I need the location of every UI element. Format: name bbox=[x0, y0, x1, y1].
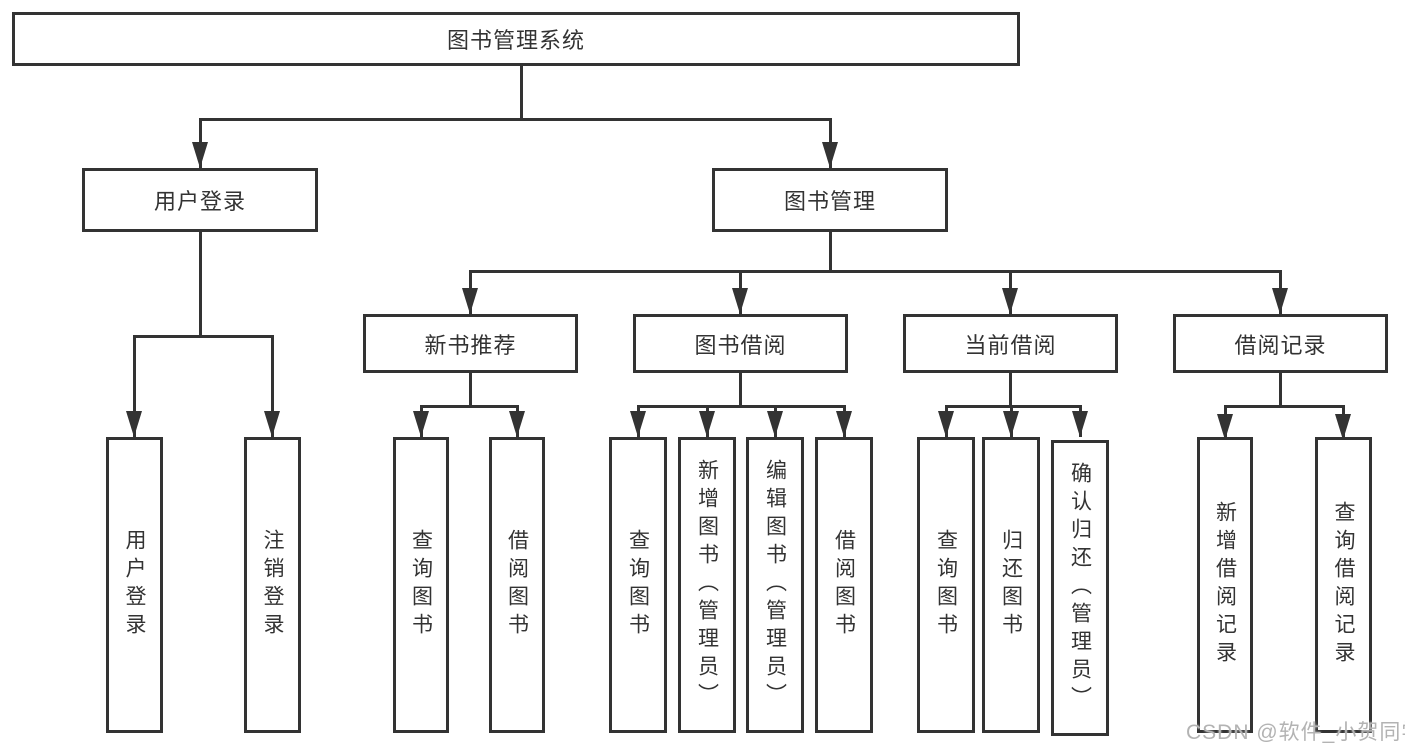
connector-line-horizontal bbox=[1223, 404, 1345, 408]
leaf-bb-add-book-admin: 新增图书（管理员） bbox=[678, 437, 736, 733]
leaf-user-login: 用户登录 bbox=[106, 437, 163, 733]
leaf-br-query-record-label: 查询借阅记录 bbox=[1332, 501, 1355, 669]
connector-line-vertical bbox=[828, 232, 832, 271]
arrowhead-down-icon bbox=[699, 411, 715, 437]
connector-line-horizontal bbox=[468, 269, 1282, 273]
leaf-bb-add-book-admin-label: 新增图书（管理员） bbox=[695, 459, 719, 711]
node-user-login-group: 用户登录 bbox=[82, 168, 318, 232]
connector-line-horizontal bbox=[944, 404, 1082, 408]
leaf-cb-confirm-return-admin-label: 确认归还（管理员） bbox=[1068, 462, 1092, 714]
leaf-bb-borrow-book-label: 借阅图书 bbox=[832, 529, 856, 641]
node-current-borrowing: 当前借阅 bbox=[903, 314, 1118, 373]
leaf-br-add-record: 新增借阅记录 bbox=[1197, 437, 1253, 733]
node-current-borrowing-label: 当前借阅 bbox=[964, 332, 1057, 358]
connector-line-horizontal bbox=[419, 404, 519, 408]
arrowhead-down-icon bbox=[1272, 288, 1288, 314]
leaf-br-query-record: 查询借阅记录 bbox=[1315, 437, 1372, 733]
connector-line-vertical bbox=[1008, 373, 1012, 406]
leaf-rec-query-book: 查询图书 bbox=[393, 437, 449, 733]
arrowhead-down-icon bbox=[938, 411, 954, 437]
node-new-book-recommend-label: 新书推荐 bbox=[424, 332, 517, 358]
arrowhead-down-icon bbox=[767, 411, 783, 437]
leaf-cb-confirm-return-admin: 确认归还（管理员） bbox=[1051, 440, 1109, 736]
connector-line-vertical bbox=[468, 373, 472, 406]
watermark-text: CSDN @软件_小贺同学 bbox=[1186, 721, 1405, 744]
leaf-rec-borrow-book-label: 借阅图书 bbox=[505, 529, 529, 641]
arrowhead-down-icon bbox=[1003, 411, 1019, 437]
leaf-bb-query-book: 查询图书 bbox=[609, 437, 667, 733]
node-new-book-recommend: 新书推荐 bbox=[363, 314, 578, 373]
leaf-rec-query-book-label: 查询图书 bbox=[409, 529, 433, 641]
leaf-logout-label: 注销登录 bbox=[261, 529, 284, 641]
connector-line-vertical bbox=[738, 373, 742, 406]
node-root-label: 图书管理系统 bbox=[446, 28, 585, 53]
connector-line-vertical bbox=[519, 66, 523, 119]
node-user-login-group-label: 用户登录 bbox=[153, 189, 246, 214]
leaf-cb-query-book: 查询图书 bbox=[917, 437, 975, 733]
connector-line-horizontal bbox=[636, 404, 846, 408]
connector-line-vertical bbox=[1278, 373, 1282, 406]
node-borrowing-records: 借阅记录 bbox=[1173, 314, 1388, 373]
arrowhead-down-icon bbox=[413, 411, 429, 437]
arrowhead-down-icon bbox=[462, 288, 478, 314]
leaf-bb-edit-book-admin: 编辑图书（管理员） bbox=[746, 437, 804, 733]
arrowhead-down-icon bbox=[1217, 414, 1233, 440]
leaf-cb-query-book-label: 查询图书 bbox=[934, 529, 958, 641]
arrowhead-down-icon bbox=[264, 411, 280, 437]
arrowhead-down-icon bbox=[836, 411, 852, 437]
node-book-borrowing-label: 图书借阅 bbox=[694, 332, 787, 358]
node-borrowing-records-label: 借阅记录 bbox=[1234, 332, 1327, 358]
leaf-logout: 注销登录 bbox=[244, 437, 301, 733]
arrowhead-down-icon bbox=[630, 411, 646, 437]
connector-line-vertical bbox=[132, 336, 136, 437]
connector-line-horizontal bbox=[132, 334, 274, 338]
arrowhead-down-icon bbox=[126, 411, 142, 437]
leaf-user-login-label: 用户登录 bbox=[123, 529, 146, 641]
node-book-borrowing: 图书借阅 bbox=[633, 314, 848, 373]
leaf-bb-query-book-label: 查询图书 bbox=[626, 529, 650, 641]
leaf-cb-return-book-label: 归还图书 bbox=[999, 529, 1023, 641]
leaf-br-add-record-label: 新增借阅记录 bbox=[1213, 501, 1237, 669]
arrowhead-down-icon bbox=[1335, 414, 1351, 440]
leaf-cb-return-book: 归还图书 bbox=[982, 437, 1040, 733]
connector-line-vertical bbox=[270, 336, 274, 437]
arrowhead-down-icon bbox=[1072, 411, 1088, 437]
leaf-rec-borrow-book: 借阅图书 bbox=[489, 437, 545, 733]
arrowhead-down-icon bbox=[509, 411, 525, 437]
node-book-management-label: 图书管理 bbox=[783, 189, 876, 214]
leaf-bb-borrow-book: 借阅图书 bbox=[815, 437, 873, 733]
arrowhead-down-icon bbox=[822, 142, 838, 168]
connector-line-horizontal bbox=[198, 117, 832, 121]
arrowhead-down-icon bbox=[732, 288, 748, 314]
leaf-bb-edit-book-admin-label: 编辑图书（管理员） bbox=[763, 459, 787, 711]
arrowhead-down-icon bbox=[1002, 288, 1018, 314]
node-root: 图书管理系统 bbox=[12, 12, 1020, 66]
node-book-management: 图书管理 bbox=[712, 168, 948, 232]
arrowhead-down-icon bbox=[192, 142, 208, 168]
connector-line-vertical bbox=[198, 232, 202, 336]
